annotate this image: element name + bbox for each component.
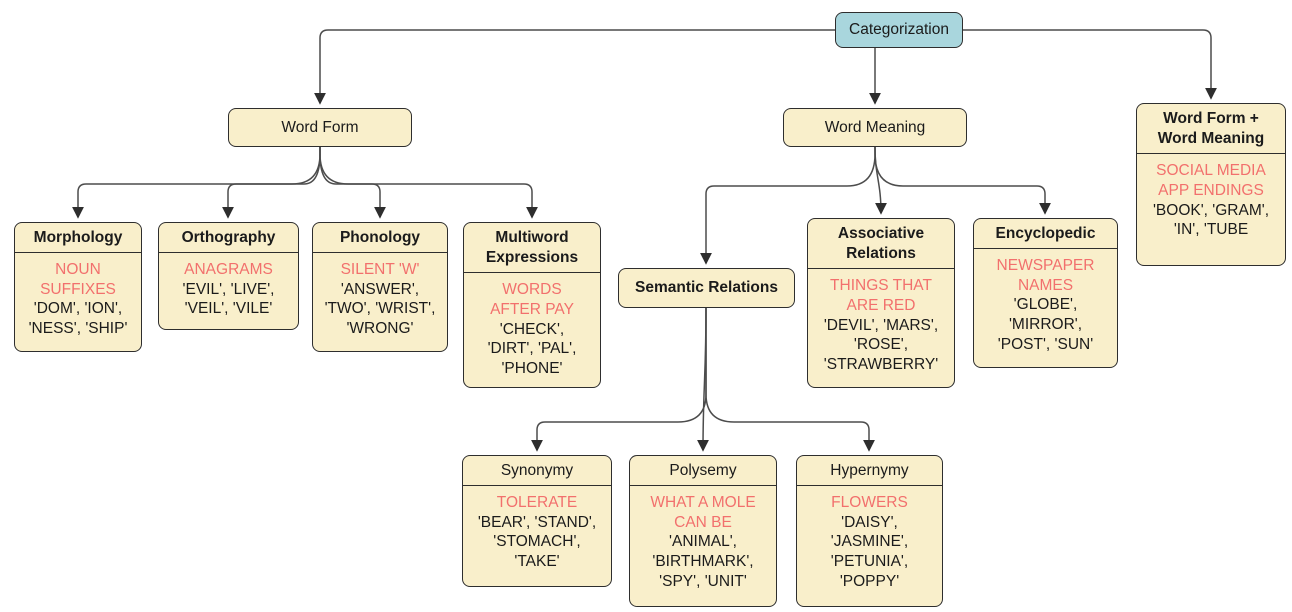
node-morphology: Morphology NOUN SUFFIXES 'DOM', 'ION', '… bbox=[14, 222, 142, 352]
node-orthography: Orthography ANAGRAMS 'EVIL', 'LIVE', 'VE… bbox=[158, 222, 299, 330]
node-body: SILENT 'W' 'ANSWER', 'TWO', 'WRIST', 'WR… bbox=[313, 253, 447, 345]
category-words: 'DAISY', 'JASMINE', 'PETUNIA', 'POPPY' bbox=[830, 513, 909, 590]
category-words: 'ANSWER', 'TWO', 'WRIST', 'WRONG' bbox=[324, 280, 436, 338]
category-clue: FLOWERS bbox=[831, 494, 908, 512]
category-words: 'CHECK', 'DIRT', 'PAL', 'PHONE' bbox=[487, 320, 577, 377]
node-word-form-word-meaning: Word Form + Word Meaning SOCIAL MEDIA AP… bbox=[1136, 103, 1286, 266]
node-title: Multiword Expressions bbox=[464, 223, 600, 274]
node-synonymy: Synonymy TOLERATE 'BEAR', 'STAND', 'STOM… bbox=[462, 455, 612, 587]
category-clue: NOUN SUFFIXES bbox=[40, 261, 116, 298]
node-title: Phonology bbox=[313, 223, 447, 254]
node-word-form: Word Form bbox=[228, 108, 412, 147]
node-title: Word Form + Word Meaning bbox=[1137, 104, 1285, 155]
node-body: WHAT A MOLE CAN BE 'ANIMAL', 'BIRTHMARK'… bbox=[630, 486, 776, 597]
node-body: WORDS AFTER PAY 'CHECK', 'DIRT', 'PAL', … bbox=[464, 273, 600, 384]
category-words: 'DOM', 'ION', 'NESS', 'SHIP' bbox=[28, 300, 128, 338]
category-words: 'ANIMAL', 'BIRTHMARK', 'SPY', 'UNIT' bbox=[652, 533, 754, 590]
category-words: 'EVIL', 'LIVE', 'VEIL', 'VILE' bbox=[182, 280, 275, 318]
category-clue: TOLERATE bbox=[496, 494, 578, 512]
node-title: Associative Relations bbox=[808, 219, 954, 270]
node-body: TOLERATE 'BEAR', 'STAND', 'STOMACH', 'TA… bbox=[463, 486, 611, 578]
node-encyclopedic: Encyclopedic NEWSPAPER NAMES 'GLOBE', 'M… bbox=[973, 218, 1118, 368]
node-semantic-relations: Semantic Relations bbox=[618, 268, 795, 308]
node-body: ANAGRAMS 'EVIL', 'LIVE', 'VEIL', 'VILE' bbox=[159, 253, 298, 325]
category-clue: ANAGRAMS bbox=[184, 261, 273, 279]
category-words: 'DEVIL', 'MARS', 'ROSE', 'STRAWBERRY' bbox=[823, 316, 939, 373]
node-body: NEWSPAPER NAMES 'GLOBE', 'MIRROR', 'POST… bbox=[974, 249, 1117, 360]
category-words: 'BEAR', 'STAND', 'STOMACH', 'TAKE' bbox=[477, 513, 597, 571]
node-hypernymy: Hypernymy FLOWERS 'DAISY', 'JASMINE', 'P… bbox=[796, 455, 943, 607]
node-title: Encyclopedic bbox=[974, 219, 1117, 250]
node-body: THINGS THAT ARE RED 'DEVIL', 'MARS', 'RO… bbox=[808, 269, 954, 380]
node-word-meaning: Word Meaning bbox=[783, 108, 967, 147]
node-title: Hypernymy bbox=[797, 456, 942, 487]
node-multiword-expressions: Multiword Expressions WORDS AFTER PAY 'C… bbox=[463, 222, 601, 388]
node-associative-relations: Associative Relations THINGS THAT ARE RE… bbox=[807, 218, 955, 388]
category-clue: WHAT A MOLE CAN BE bbox=[650, 494, 756, 531]
node-body: FLOWERS 'DAISY', 'JASMINE', 'PETUNIA', '… bbox=[797, 486, 942, 597]
category-clue: WORDS AFTER PAY bbox=[490, 281, 574, 318]
node-polysemy: Polysemy WHAT A MOLE CAN BE 'ANIMAL', 'B… bbox=[629, 455, 777, 607]
category-clue: THINGS THAT ARE RED bbox=[830, 277, 932, 314]
category-clue: SILENT 'W' bbox=[340, 261, 420, 279]
node-title: Polysemy bbox=[630, 456, 776, 487]
category-words: 'BOOK', 'GRAM', 'IN', 'TUBE bbox=[1152, 201, 1270, 239]
node-title: Orthography bbox=[159, 223, 298, 254]
node-categorization: Categorization bbox=[835, 12, 963, 48]
node-body: SOCIAL MEDIA APP ENDINGS 'BOOK', 'GRAM',… bbox=[1137, 154, 1285, 246]
category-words: 'GLOBE', 'MIRROR', 'POST', 'SUN' bbox=[997, 296, 1094, 353]
category-clue: NEWSPAPER NAMES bbox=[996, 257, 1095, 294]
node-title: Morphology bbox=[15, 223, 141, 254]
node-phonology: Phonology SILENT 'W' 'ANSWER', 'TWO', 'W… bbox=[312, 222, 448, 352]
category-clue: SOCIAL MEDIA APP ENDINGS bbox=[1156, 162, 1266, 199]
node-title: Synonymy bbox=[463, 456, 611, 487]
node-body: NOUN SUFFIXES 'DOM', 'ION', 'NESS', 'SHI… bbox=[15, 253, 141, 345]
